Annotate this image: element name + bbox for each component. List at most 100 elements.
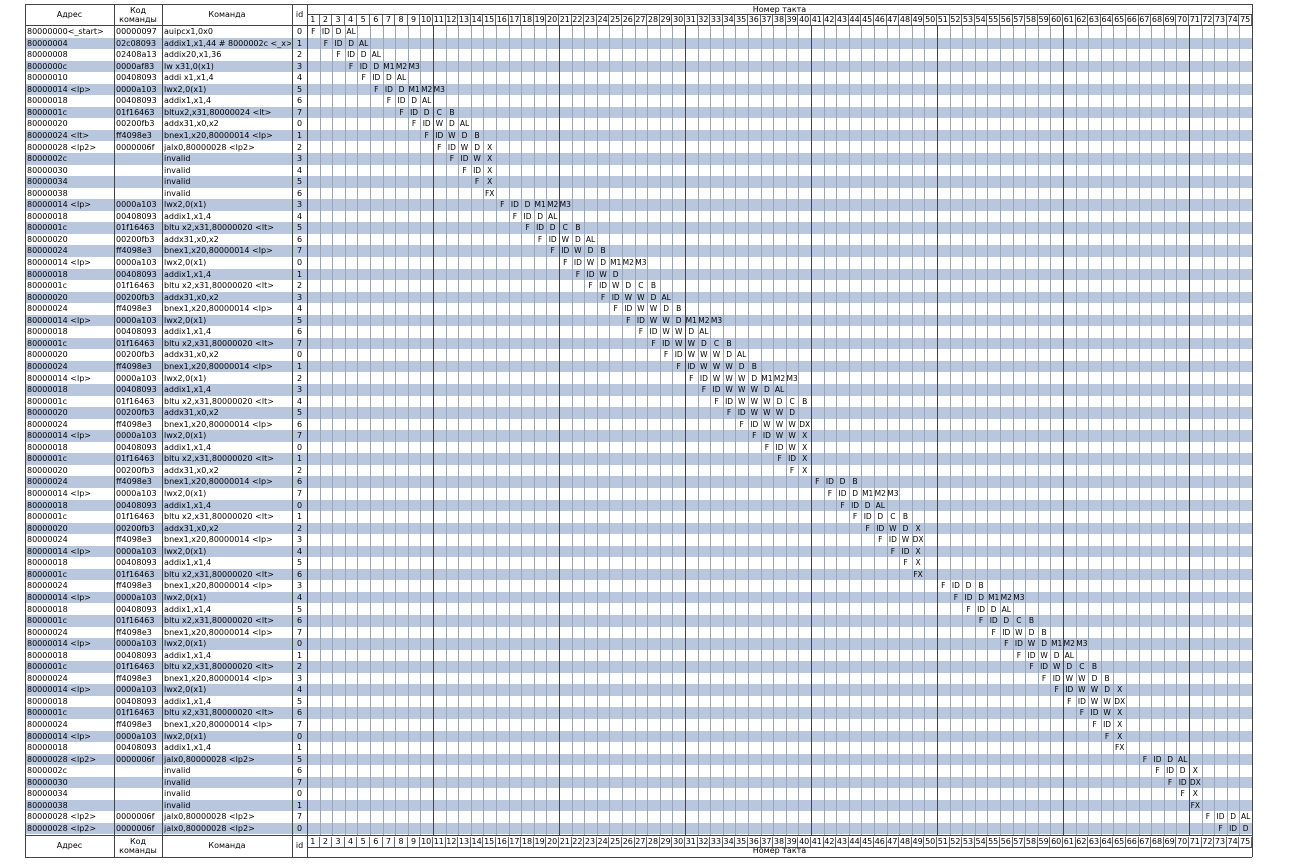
pipeline-stage: AL [359,38,369,48]
pipeline-stage: D [965,581,972,591]
row-code: 01f16463 [116,223,155,233]
pipeline-stage: ID [384,84,393,94]
row-background [25,60,1252,73]
tick-number: 51 [937,15,950,25]
row-address: 80000020 [27,119,68,129]
pipeline-stage: ID [359,61,368,71]
pipeline-stage: F [361,73,366,83]
tick-number: 1 [307,15,320,25]
pipeline-stage: W [788,442,796,452]
grid-vline [559,26,560,835]
pipeline-stage: M2 [1063,639,1075,649]
pipeline-stage: F [1167,777,1173,787]
pipeline-stage: D [1066,662,1073,672]
row-address: 80000018 [27,650,68,660]
tick-number: 69 [1164,15,1177,25]
row-address: 80000014 <lp> [27,315,91,325]
row-address: 80000024 [27,720,68,729]
row-id: 2 [296,373,303,383]
pipeline-stage: M3 [433,84,445,94]
pipeline-stage: X [1192,766,1198,776]
pipeline-stage: W [662,327,670,337]
tick-number: 5 [357,836,370,847]
row-id: 7 [296,720,303,729]
pipeline-stage: AL [346,27,356,36]
row-command: addix1,x1,4 [164,500,212,510]
row-command: bnex1,x20,80000014 <lp> [164,130,273,140]
pipeline-stage: D [335,27,342,36]
pipeline-stage: F [663,350,669,360]
row-command: bltu x2,x31,80000020 <lt> [164,569,274,579]
row-code: 00408093 [116,327,157,337]
pipeline-stage: C [1016,616,1022,626]
row-address: 80000014 <lp> [27,685,91,695]
row-code: 00200fb3 [116,523,155,533]
tick-number: 5 [357,15,370,25]
pipeline-stage: ID [410,107,419,117]
pipeline-stage: C [436,107,442,117]
pipeline-stage: D [675,315,682,325]
pipeline-stage: D [1003,616,1010,626]
pipeline-stage: M3 [635,258,647,267]
row-address: 80000030 [27,777,68,787]
row-background [25,591,1252,604]
row-code: ff4098e3 [116,720,152,729]
pipeline-stage: F [348,61,354,71]
row-command: bnex1,x20,80000014 <lp> [164,581,273,591]
row-code: 0000a103 [116,639,157,649]
row-code: 00408093 [116,604,157,614]
grid-vline [811,26,812,835]
pipeline-stage: D [852,489,858,498]
pipeline-stage: B [575,223,581,233]
pipeline-stage: X [1192,789,1198,799]
row-id: 4 [296,396,303,406]
row-code [116,176,161,188]
row-command: bltu x2,x31,80000020 <lt> [164,512,274,522]
row-command: invalid [164,800,191,810]
row-background [25,799,1252,812]
row-address: 80000020 [27,408,68,418]
pipeline-stage: D [990,604,997,614]
row-command: jalx0,80000028 <lp2> [164,754,255,764]
tick-number: 19 [534,15,547,25]
row-id: 5 [296,754,303,764]
tick-number: 42 [824,836,837,847]
pipeline-stage: F [588,281,593,291]
pipeline-stage: AL [1064,650,1074,660]
grid-vline [357,26,358,835]
pipeline-stage: ID [1153,754,1162,764]
tick-number: 60 [1051,15,1063,25]
row-id: 5 [296,408,303,418]
tick-number: 29 [660,836,673,847]
row-command: lwx2,0(x1) [164,546,207,556]
pipeline-stage: D [398,84,405,94]
row-id: 6 [296,234,303,244]
grid-vline [698,26,699,835]
row-id: 1 [296,454,303,464]
row-background [25,384,1252,396]
pipeline-stage: ID [1014,639,1023,649]
pipeline-stage: AL [371,50,381,60]
pipeline-stage: W [674,327,683,337]
pipeline-stage: D [738,361,745,371]
row-command: addix1,x1,4 [164,558,212,568]
row-address: 80000024 <lt> [27,130,90,140]
tick-number: 74 [1227,836,1240,847]
row-code: 01f16463 [116,396,155,406]
row-command: addx31,x0,x2 [164,234,219,244]
row-code: 02408a13 [116,50,157,60]
pipeline-stage: W [435,119,443,129]
row-id: 1 [296,130,303,140]
tick-number: 10 [421,836,433,847]
tick-number: 72 [1202,15,1215,25]
pipeline-stage: D [474,142,480,152]
grid-vline [332,26,333,835]
grid-vline [937,26,938,835]
pipeline-stage: F [978,616,984,626]
pipeline-stage: F [600,292,606,302]
row-id: 4 [296,211,303,221]
row-command: lwx2,0(x1) [164,731,207,741]
row-background [25,153,1252,165]
pipeline-stage: F [1067,696,1072,706]
row-address: 80000014 <lp> [27,489,91,498]
